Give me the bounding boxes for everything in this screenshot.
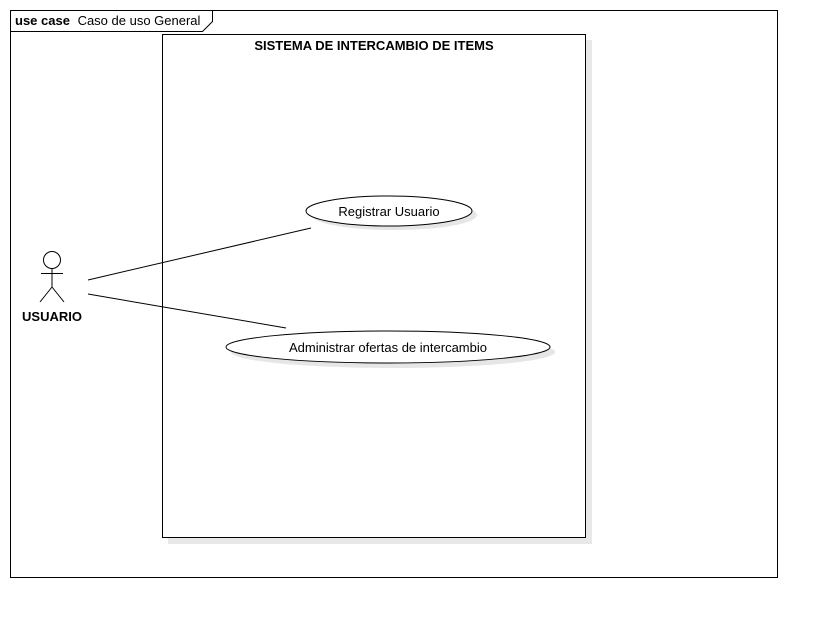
frame-keyword: use case [15, 13, 70, 28]
use-case-registrar-usuario[interactable]: Registrar Usuario [305, 195, 477, 230]
system-boundary[interactable]: SISTEMA DE INTERCAMBIO DE ITEMS [162, 34, 593, 545]
frame-border [10, 10, 778, 578]
use-case-label: Administrar ofertas de intercambio [289, 340, 487, 355]
system-box[interactable] [162, 34, 586, 538]
frame-tab [10, 10, 213, 32]
use-case-label: Registrar Usuario [338, 204, 439, 219]
association-line-administrar[interactable] [87, 293, 287, 329]
actor-usuario[interactable]: USUARIO [22, 251, 82, 325]
actor-name: USUARIO [22, 309, 82, 324]
use-case-ellipse[interactable] [305, 195, 473, 227]
diagram-frame: use case Caso de uso General [10, 10, 778, 578]
system-title: SISTEMA DE INTERCAMBIO DE ITEMS [254, 38, 494, 53]
use-case-administrar-ofertas[interactable]: Administrar ofertas de intercambio [225, 330, 555, 368]
association-line-registrar[interactable] [87, 227, 312, 281]
actor-stick-figure-icon [39, 251, 65, 303]
use-case-ellipse[interactable] [225, 330, 551, 364]
associations [87, 227, 312, 329]
frame-label: use case Caso de uso General [15, 13, 201, 28]
frame-name: Caso de uso General [78, 13, 201, 28]
